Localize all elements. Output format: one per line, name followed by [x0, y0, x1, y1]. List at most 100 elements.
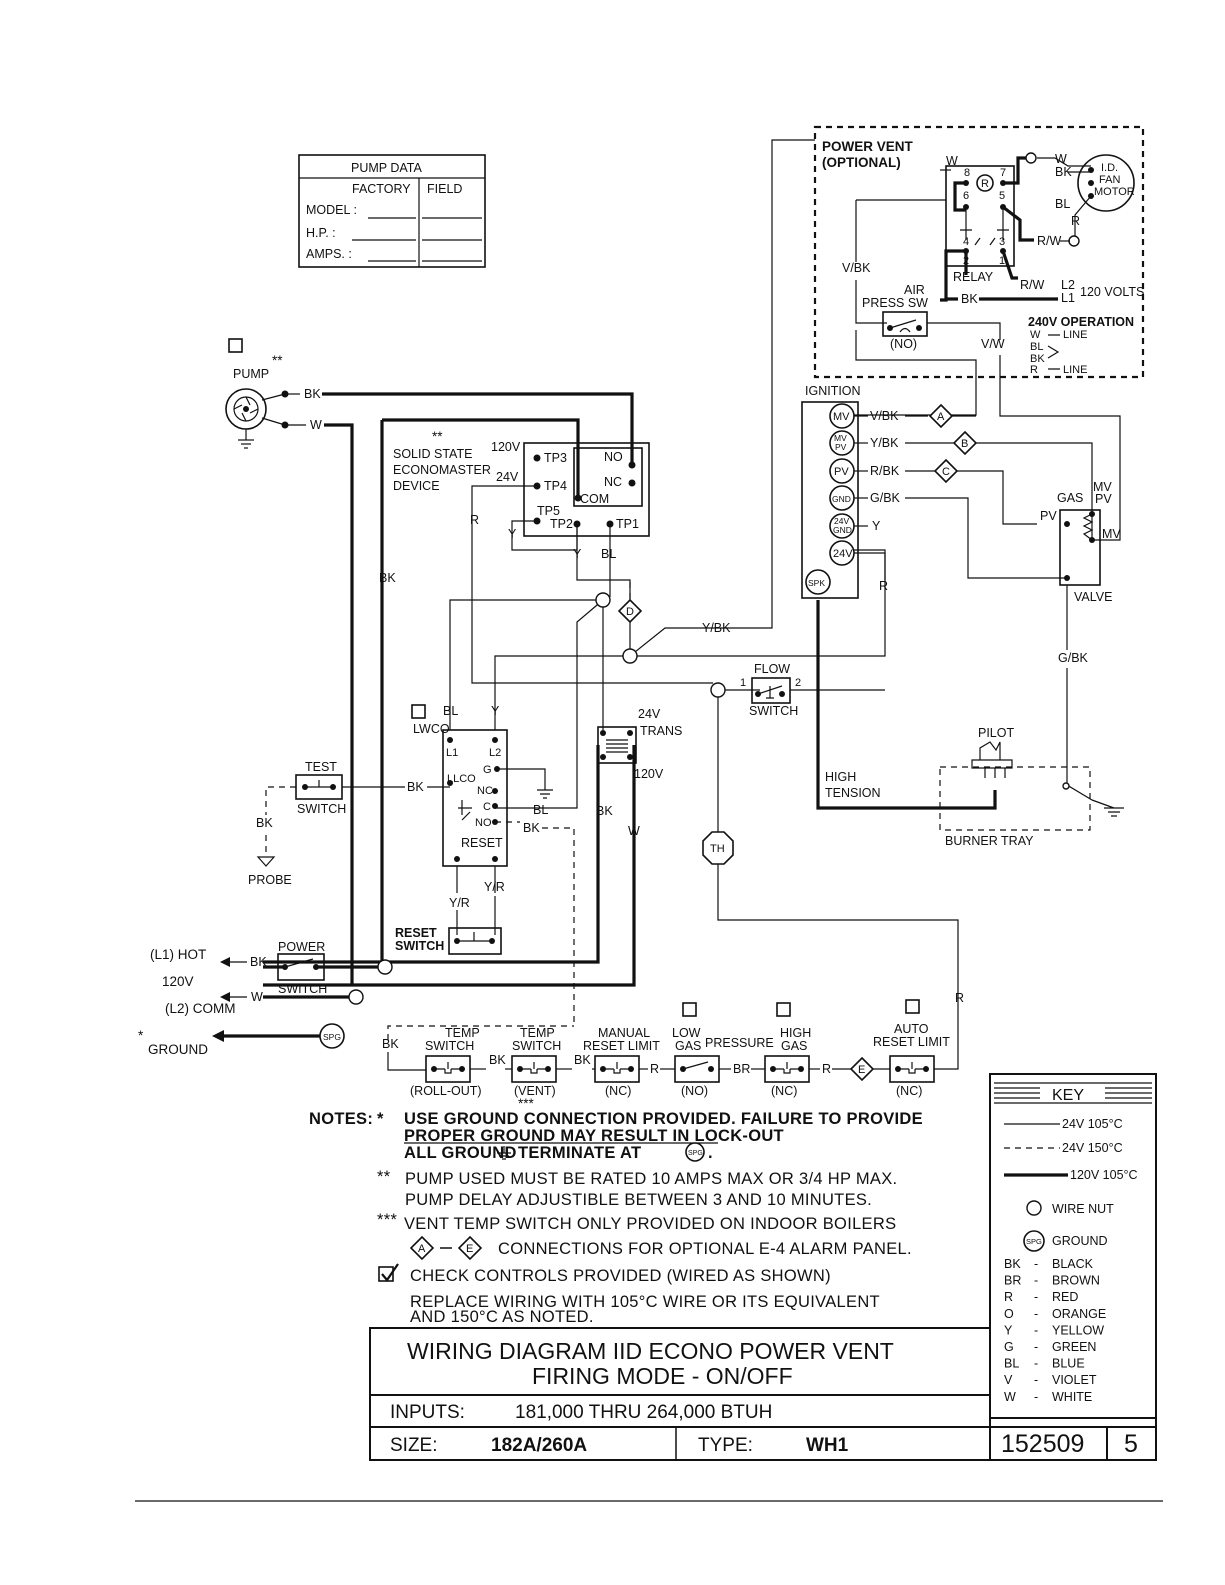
comm-w-label: W [251, 990, 263, 1004]
pump-data-field: FIELD [427, 182, 462, 196]
note-1-mark: * [377, 1110, 384, 1128]
note-6-line-2: AND 150°C AS NOTED. [410, 1308, 594, 1326]
pressure-label: PRESSURE [705, 1036, 774, 1050]
limit-3-top2: RESET LIMIT [583, 1039, 660, 1053]
chain-bk-label-2: BK [489, 1053, 506, 1067]
tp4-label: TP4 [544, 479, 567, 493]
lwco-l1: L1 [446, 747, 458, 759]
pv-w-label: W [1055, 152, 1067, 166]
gas-mvpv-label-1: MV [1093, 480, 1112, 494]
main-bk-label: BK [379, 571, 396, 585]
economaster-device: ** SOLID STATE ECONOMASTER DEVICE 120V 2… [393, 429, 650, 537]
ignition-wires: V/BK A Y/BK B R/BK C G/BK Y [854, 403, 1097, 580]
key-color-code: W [1004, 1390, 1016, 1404]
reset-switch-label-1: RESET [395, 926, 437, 940]
high-tension-1: HIGH [825, 770, 856, 784]
trans-w-label: W [628, 824, 640, 838]
wire-nut [595, 592, 611, 608]
trans-24v: 24V [638, 707, 661, 721]
wire-r-label-3: R [955, 991, 964, 1005]
lwco-nc: NC [477, 785, 493, 797]
pin-4: 4 [963, 236, 969, 248]
flow-switch-label: SWITCH [749, 704, 798, 718]
note-2-line-1: PUMP USED MUST BE RATED 10 AMPS MAX OR 3… [405, 1170, 897, 1188]
lwco-l2: L2 [489, 747, 501, 759]
pump-data-model: MODEL : [306, 203, 357, 217]
limit-1-bottom: (ROLL-OUT) [410, 1084, 482, 1098]
limit-3-bottom: (NC) [605, 1084, 631, 1098]
relay-com-label: COM [580, 492, 609, 506]
key-color-name: ORANGE [1052, 1307, 1106, 1321]
pump-data-table: PUMP DATA FACTORY FIELD MODEL : H.P. : A… [298, 154, 486, 268]
economaster-stars: ** [432, 429, 443, 444]
note-4-line-1: CONNECTIONS FOR OPTIONAL E-4 ALARM PANEL… [498, 1240, 912, 1258]
pv-vw-label: V/W [981, 337, 1005, 351]
ignition-label: IGNITION [805, 384, 861, 398]
spg-icon [1023, 1230, 1045, 1252]
op240-bk: BK [1030, 353, 1045, 365]
flow-pin-1: 1 [740, 677, 746, 689]
fan-label-3: MOTOR [1094, 186, 1135, 198]
op240-title: 240V OPERATION [1028, 315, 1134, 329]
limit-1-top1: TEMP [445, 1026, 480, 1040]
lwco-llco: LLCO [447, 773, 476, 785]
notes-heading: NOTES: [309, 1110, 373, 1128]
limit-4-top2: GAS [675, 1039, 701, 1053]
pump-stars: ** [272, 353, 283, 368]
ign-spk: SPK [808, 578, 825, 588]
wires-120v [263, 392, 997, 987]
key-color-name: WHITE [1052, 1390, 1092, 1404]
wire-y-label-2: Y [573, 547, 582, 561]
lwco-c: C [483, 801, 491, 813]
key-color-code: O [1004, 1307, 1014, 1321]
note-2-mark: ** [377, 1168, 391, 1186]
title-line-2: FIRING MODE - ON/OFF [532, 1363, 793, 1389]
power-vent-title: POWER VENT [822, 139, 914, 154]
wire-ybk-label-1: Y/BK [702, 621, 731, 635]
ground-star: * [138, 1028, 144, 1043]
lwco-label: LWCO [413, 722, 450, 736]
wires-24v: R Y Y BL BL Y/BK R R [449, 139, 964, 1060]
op240-bl: BL [1030, 341, 1043, 353]
tp2-label: TP2 [550, 517, 573, 531]
ign-y-label: Y [872, 519, 881, 533]
svg-text:24V: 24V [834, 516, 849, 526]
thermostat: TH [702, 831, 734, 865]
key-color-code: R [1004, 1290, 1013, 1304]
pin-5: 5 [999, 190, 1005, 202]
l2-comm-label: (L2) COMM [165, 1001, 236, 1016]
pump-data-title: PUMP DATA [351, 161, 423, 175]
type-label: TYPE: [698, 1435, 753, 1456]
economaster-line1: SOLID STATE [393, 447, 472, 461]
limit-6-top1: AUTO [894, 1022, 929, 1036]
valve-gbk-label: G/BK [1058, 651, 1089, 665]
size-value: 182A/260A [491, 1435, 587, 1456]
chain-bk-label-3: BK [574, 1053, 591, 1067]
key-legend: KEY 24V 105°C 24V 150°C 120V 105°C WIRE … [989, 1073, 1157, 1419]
key-color-dash: - [1034, 1373, 1038, 1387]
pump-data-amps: AMPS. : [306, 247, 352, 261]
pv-rw-label-2: R/W [1020, 278, 1045, 292]
wire-y-label-1: Y [508, 527, 517, 541]
ign-gnd: GND [832, 494, 851, 504]
wire-nut-icon [1026, 1200, 1042, 1216]
limit-2-top2: SWITCH [512, 1039, 561, 1053]
key-color-code: BL [1004, 1357, 1019, 1371]
input-120v-label: 120V [162, 974, 194, 989]
wire-nut [710, 682, 726, 698]
fan-label-1: I.D. [1101, 162, 1118, 174]
relay-coil-r: R [981, 178, 989, 190]
wire-bl-label-2: BL [533, 803, 548, 817]
pin-7: 7 [1000, 167, 1006, 179]
flow-label: FLOW [754, 662, 790, 676]
power-switch-bottom: SWITCH [278, 982, 327, 996]
pilot-burner: HIGH TENSION PILOT BURNER TRAY [825, 726, 1091, 848]
note-1-line-1: USE GROUND CONNECTION PROVIDED. FAILURE … [404, 1110, 923, 1128]
pv-w-label-2: W [946, 154, 958, 168]
pump-data-factory: FACTORY [352, 182, 411, 196]
key-color-name: VIOLET [1052, 1373, 1097, 1387]
high-gas-checkbox [776, 1002, 791, 1017]
gas-mv-label: MV [1102, 527, 1121, 541]
test-switch-label: SWITCH [297, 802, 346, 816]
l1-hot-label: (L1) HOT [150, 947, 206, 962]
